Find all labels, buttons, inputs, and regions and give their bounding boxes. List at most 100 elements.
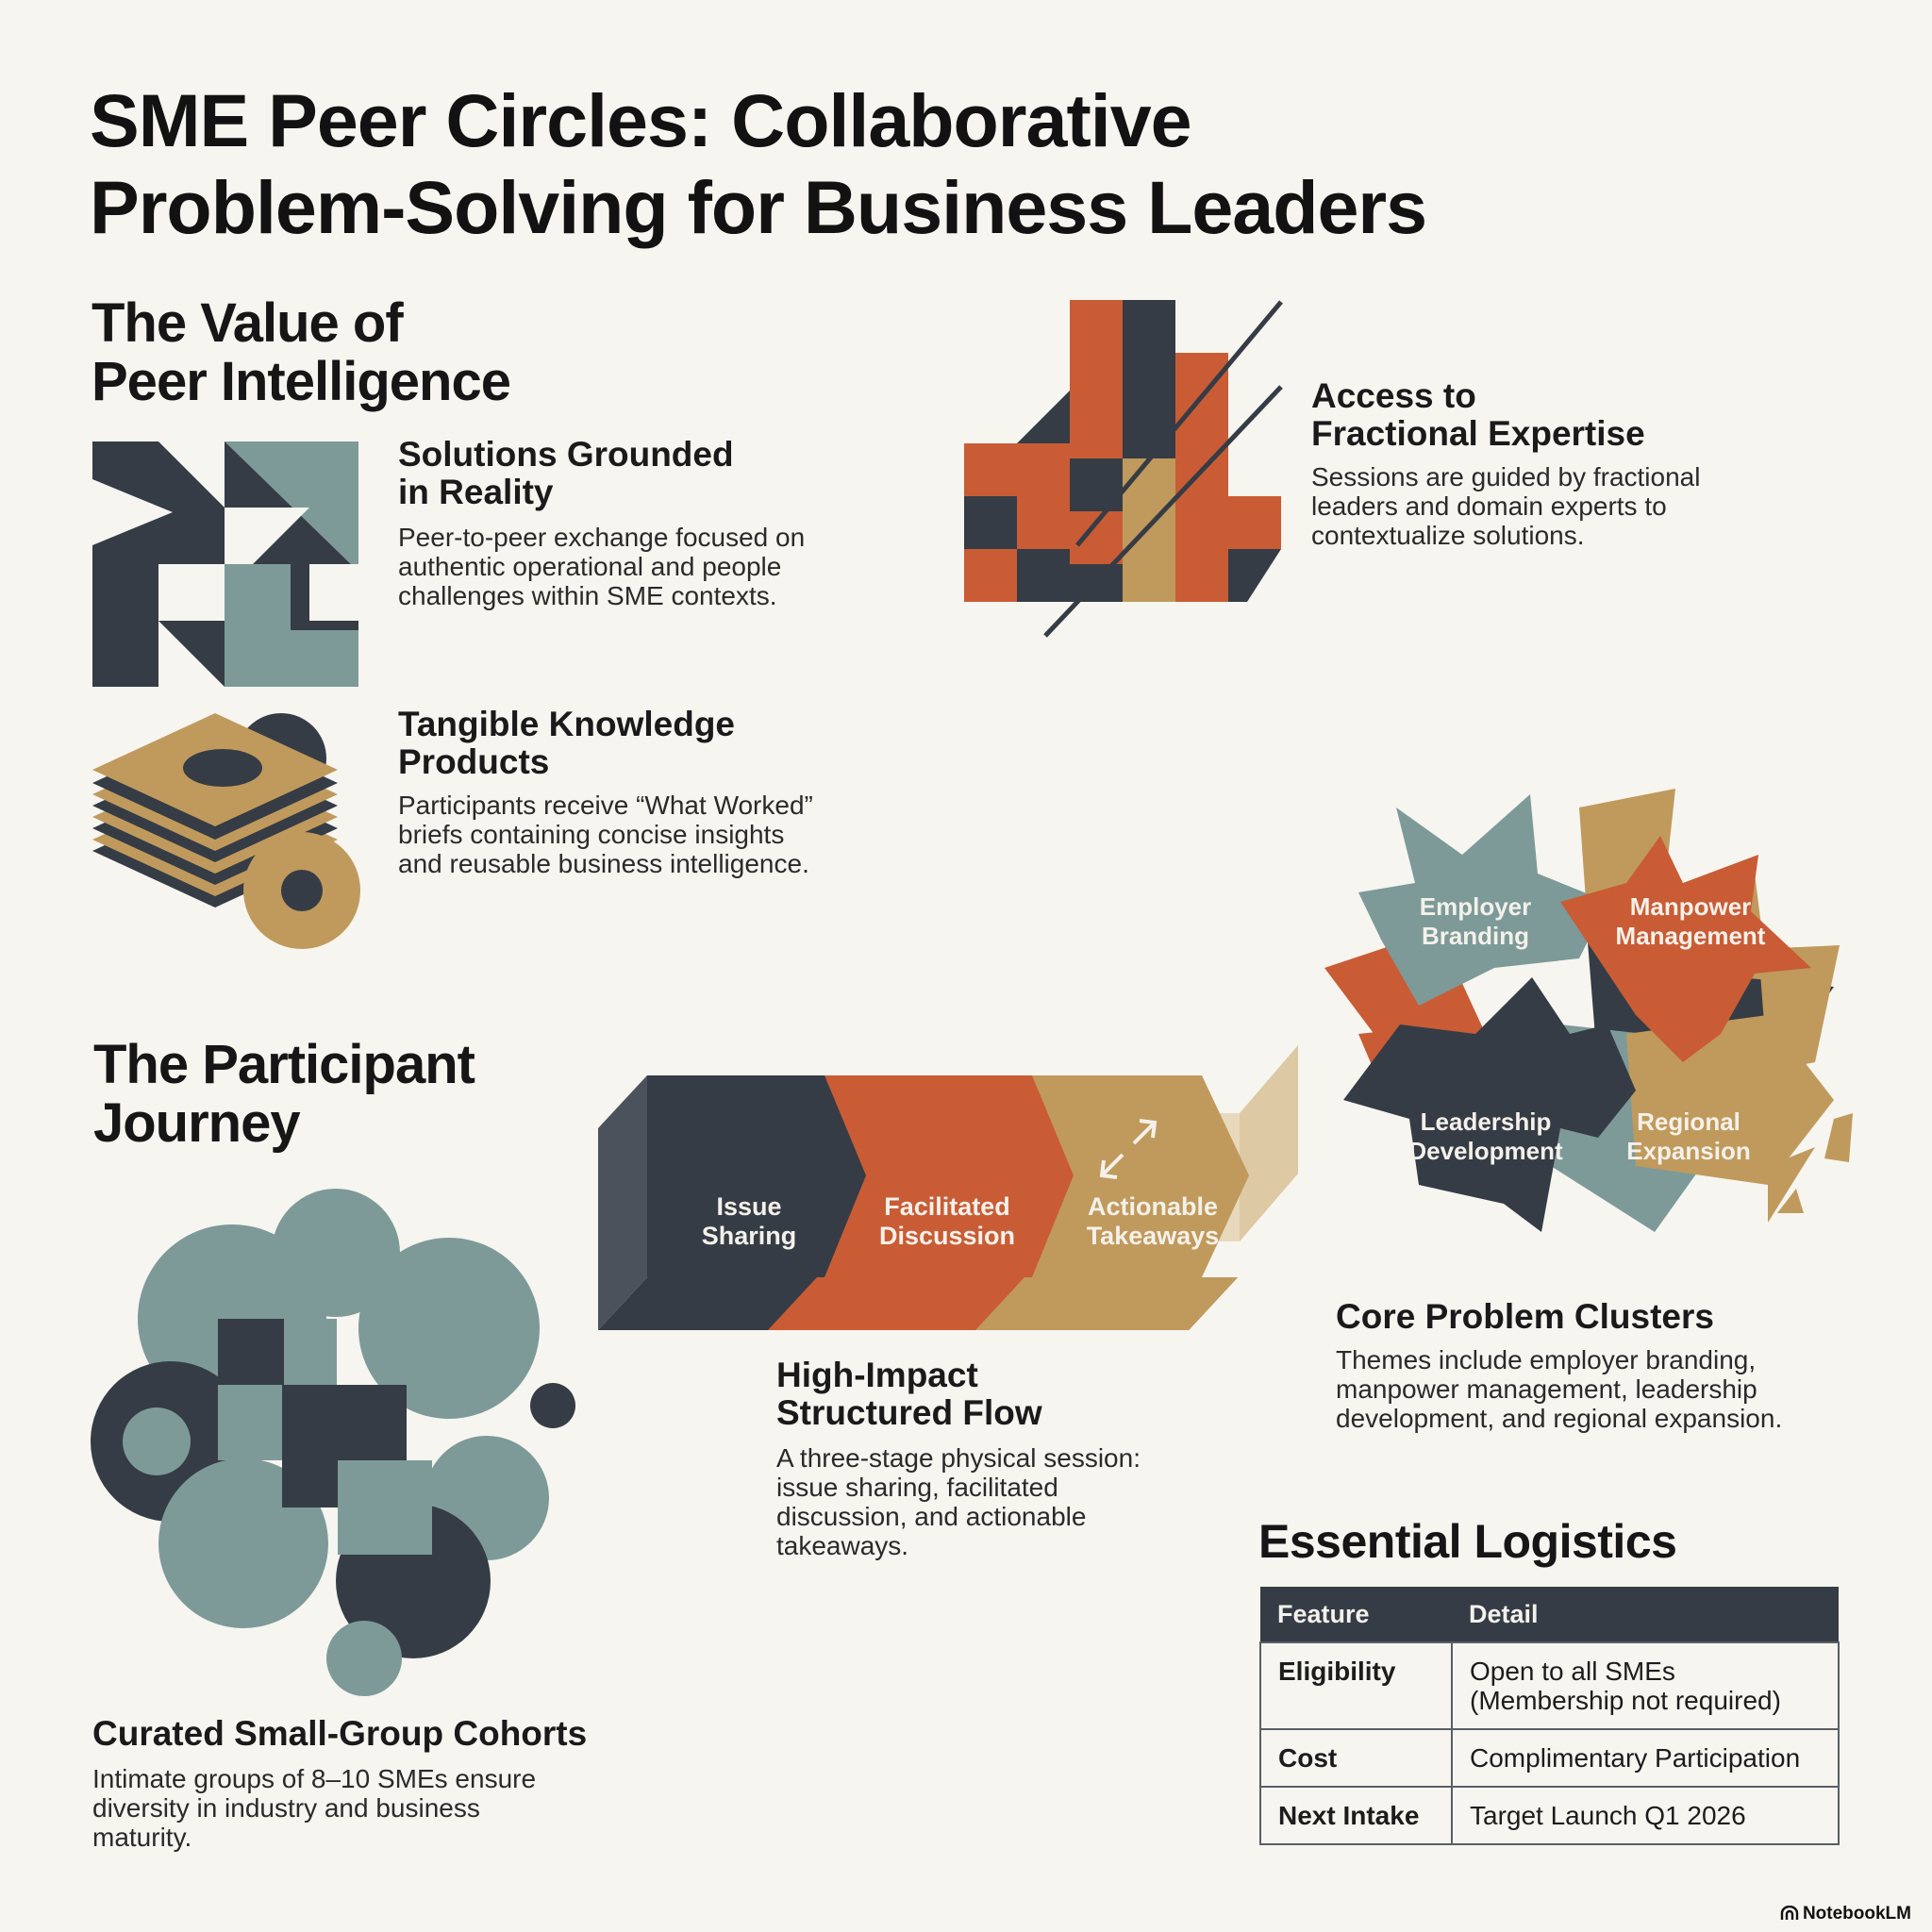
table-row: Eligibility Open to all SMEs (Membership… bbox=[1259, 1641, 1840, 1730]
feature-title: Access to Fractional Expertise bbox=[1311, 377, 1840, 453]
desc-line: maturity. bbox=[92, 1823, 192, 1852]
desc-line: discussion, and actionable bbox=[776, 1502, 1087, 1531]
flow-stage-actionable-takeaways: Actionable Takeaways bbox=[1077, 1192, 1228, 1251]
value-section-title-line-2: Peer Intelligence bbox=[92, 351, 511, 412]
feature-title: Core Problem Clusters bbox=[1336, 1297, 1714, 1336]
cluster-line: Branding bbox=[1421, 922, 1530, 950]
desc-line: Themes include employer branding, bbox=[1336, 1345, 1757, 1374]
feature-title-line: Access to bbox=[1311, 376, 1476, 415]
feature-description: Sessions are guided by fractional leader… bbox=[1311, 462, 1840, 550]
table-header-row: Feature Detail bbox=[1260, 1587, 1839, 1642]
desc-line: manpower management, leadership bbox=[1336, 1374, 1757, 1404]
desc-line: briefs containing concise insights bbox=[398, 820, 785, 849]
feature-description: Participants receive “What Worked” brief… bbox=[398, 791, 889, 878]
stage-line: Facilitated bbox=[884, 1192, 1010, 1221]
desc-line: Intimate groups of 8–10 SMEs ensure bbox=[92, 1764, 537, 1793]
desc-line: A three-stage physical session: bbox=[776, 1443, 1141, 1473]
desc-line: authentic operational and people bbox=[398, 552, 782, 581]
desc-line: contextualize solutions. bbox=[1311, 521, 1585, 550]
feature-structured-flow: High-Impact Structured Flow A three-stag… bbox=[776, 1357, 1191, 1561]
cluster-line: Management bbox=[1615, 922, 1766, 950]
expand-arrows-icon bbox=[1099, 1119, 1158, 1179]
cluster-line: Employer bbox=[1419, 892, 1532, 921]
cluster-line: Development bbox=[1408, 1137, 1563, 1165]
cluster-manpower-management: Manpower Management bbox=[1606, 892, 1775, 951]
feature-fractional-expertise: Access to Fractional Expertise Sessions … bbox=[1311, 377, 1840, 551]
feature-title-line: Structured Flow bbox=[776, 1393, 1042, 1432]
feature-cohorts: Curated Small-Group Cohorts Intimate gro… bbox=[92, 1714, 677, 1853]
desc-line: takeaways. bbox=[776, 1531, 909, 1560]
desc-line: issue sharing, facilitated bbox=[776, 1473, 1058, 1502]
desc-line: challenges within SME contexts. bbox=[398, 581, 777, 610]
feature-title: High-Impact Structured Flow bbox=[776, 1357, 1191, 1432]
row-feature: Cost bbox=[1259, 1728, 1453, 1788]
journey-section-title-line-2: Journey bbox=[93, 1092, 301, 1154]
logistics-table: Feature Detail Eligibility Open to all S… bbox=[1259, 1587, 1840, 1845]
feature-title-line: in Reality bbox=[398, 473, 554, 511]
fractional-blocks-icon bbox=[964, 300, 1283, 638]
stacked-briefs-icon bbox=[92, 713, 360, 949]
flow-stage-facilitated-discussion: Facilitated Discussion bbox=[872, 1192, 1023, 1251]
page-title: SME Peer Circles: Collaborative Problem-… bbox=[90, 77, 1750, 251]
row-feature: Eligibility bbox=[1259, 1641, 1453, 1730]
stage-line: Takeaways bbox=[1086, 1222, 1220, 1250]
feature-description: Peer-to-peer exchange focused on authent… bbox=[398, 523, 851, 610]
journey-section-title: The Participant Journey bbox=[93, 1036, 475, 1153]
mosaic-arrows-icon bbox=[92, 441, 358, 687]
stage-line: Actionable bbox=[1087, 1192, 1219, 1221]
feature-solutions-grounded: Solutions Grounded in Reality Peer-to-pe… bbox=[398, 436, 851, 611]
cohort-circles-icon bbox=[91, 1189, 575, 1696]
stage-line: Sharing bbox=[701, 1222, 797, 1250]
feature-description: Intimate groups of 8–10 SMEs ensure dive… bbox=[92, 1764, 677, 1852]
feature-problem-clusters: Core Problem Clusters Themes include emp… bbox=[1336, 1297, 1864, 1434]
cluster-line: Expansion bbox=[1626, 1137, 1751, 1165]
desc-line: Participants receive “What Worked” bbox=[398, 791, 813, 820]
cluster-line: Leadership bbox=[1420, 1108, 1552, 1136]
cluster-line: Regional bbox=[1637, 1108, 1740, 1136]
desc-line: development, and regional expansion. bbox=[1336, 1404, 1783, 1433]
feature-knowledge-products: Tangible Knowledge Products Participants… bbox=[398, 706, 889, 879]
cluster-shapes bbox=[1324, 789, 1853, 1232]
cluster-leadership-development: Leadership Development bbox=[1396, 1108, 1575, 1166]
row-detail: Open to all SMEs (Membership not require… bbox=[1451, 1641, 1840, 1730]
table-row: Next Intake Target Launch Q1 2026 bbox=[1259, 1786, 1840, 1845]
feature-title-line: Products bbox=[398, 742, 550, 781]
feature-title: Solutions Grounded in Reality bbox=[398, 436, 851, 511]
journey-section-title-line-1: The Participant bbox=[93, 1034, 475, 1095]
feature-title-line: Solutions Grounded bbox=[398, 435, 734, 474]
value-section-title-line-1: The Value of bbox=[92, 292, 404, 354]
row-detail: Target Launch Q1 2026 bbox=[1451, 1786, 1840, 1845]
detail-line: (Membership not required) bbox=[1470, 1686, 1781, 1715]
feature-title-line: Fractional Expertise bbox=[1311, 414, 1645, 453]
row-feature: Next Intake bbox=[1259, 1786, 1453, 1845]
cluster-employer-branding: Employer Branding bbox=[1400, 892, 1551, 951]
column-header-feature: Feature bbox=[1260, 1587, 1452, 1642]
problem-clusters-graphic: Employer Branding Manpower Management Le… bbox=[1324, 789, 1853, 1266]
stage-line: Issue bbox=[716, 1192, 782, 1221]
page-title-line-2: Problem-Solving for Business Leaders bbox=[90, 165, 1427, 249]
desc-line: Peer-to-peer exchange focused on bbox=[398, 523, 806, 552]
feature-title-line: Tangible Knowledge bbox=[398, 705, 735, 743]
desc-line: leaders and domain experts to bbox=[1311, 491, 1667, 521]
row-detail: Complimentary Participation bbox=[1451, 1728, 1840, 1788]
brand-logo: NotebookLM bbox=[1780, 1904, 1911, 1924]
stage-line: Discussion bbox=[878, 1222, 1016, 1250]
structured-flow-graphic: Issue Sharing Facilitated Discussion Act… bbox=[598, 1019, 1306, 1340]
logistics-title: Essential Logistics bbox=[1258, 1515, 1677, 1568]
cluster-line: Manpower bbox=[1629, 892, 1752, 921]
flow-stage-issue-sharing: Issue Sharing bbox=[674, 1192, 824, 1251]
brand-name: NotebookLM bbox=[1802, 1904, 1911, 1924]
cluster-regional-expansion: Regional Expansion bbox=[1613, 1108, 1764, 1166]
table-row: Cost Complimentary Participation bbox=[1259, 1728, 1840, 1788]
desc-line: and reusable business intelligence. bbox=[398, 849, 809, 878]
flow-shapes bbox=[598, 1045, 1298, 1330]
page-title-line-1: SME Peer Circles: Collaborative bbox=[90, 78, 1192, 162]
feature-description: Themes include employer branding, manpow… bbox=[1336, 1345, 1864, 1433]
desc-line: diversity in industry and business bbox=[92, 1793, 480, 1823]
notebooklm-icon bbox=[1780, 1905, 1799, 1920]
value-section-title: The Value of Peer Intelligence bbox=[92, 292, 511, 412]
desc-line: Sessions are guided by fractional bbox=[1311, 462, 1701, 491]
feature-title: Tangible Knowledge Products bbox=[398, 706, 889, 781]
feature-title: Curated Small-Group Cohorts bbox=[92, 1714, 588, 1753]
column-header-detail: Detail bbox=[1452, 1587, 1839, 1642]
